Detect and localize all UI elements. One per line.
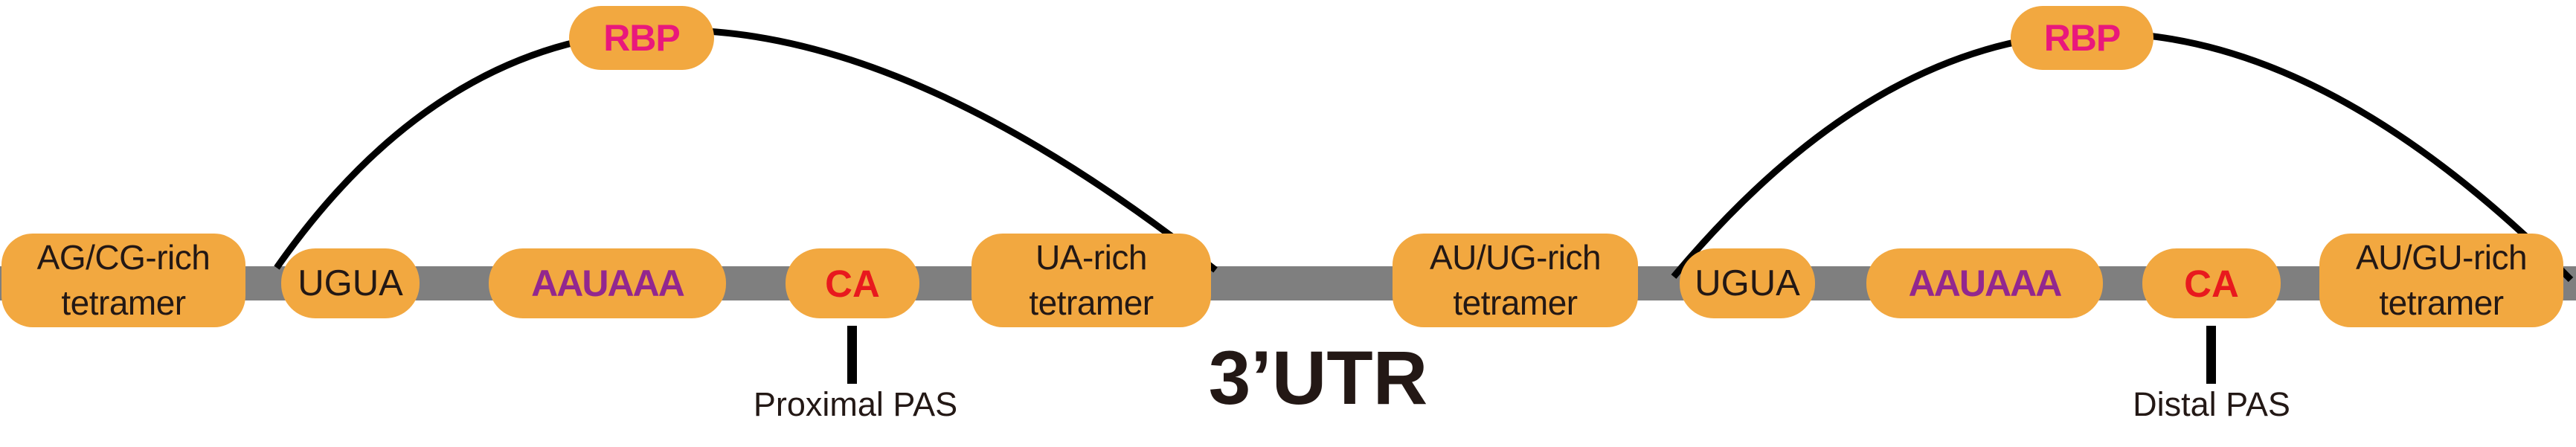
distal-pas-pointer-line — [2206, 326, 2216, 384]
element-ca-distal: CA — [2142, 248, 2281, 318]
element-aauaaa-proximal: AAUAAA — [489, 248, 726, 318]
element-ca-proximal: CA — [786, 248, 919, 318]
element-ugua-proximal: UGUA — [281, 248, 420, 318]
element-label: AU/GU-rich — [2355, 238, 2528, 277]
proximal-pas-label: Proximal PAS — [753, 385, 958, 423]
element-label: AU/UG-rich — [1429, 238, 1602, 277]
rbp-bubble-proximal: RBP — [569, 6, 714, 70]
element-label: tetramer — [1029, 283, 1154, 322]
diagram-title: 3’UTR — [1208, 335, 1428, 420]
element-label: UGUA — [298, 263, 403, 303]
element-au-ug-rich-tetramer: AU/UG-rich tetramer — [1393, 234, 1638, 327]
element-ua-rich-tetramer: UA-rich tetramer — [971, 234, 1211, 327]
element-label: tetramer — [61, 283, 186, 322]
element-label: UA-rich — [1035, 238, 1147, 277]
element-label: UGUA — [1695, 263, 1800, 303]
element-label: CA — [825, 262, 880, 305]
element-label: tetramer — [2379, 283, 2504, 322]
element-label: AAUAAA — [1908, 263, 2063, 304]
rbp-bubble-distal: RBP — [2011, 6, 2153, 70]
element-label: AAUAAA — [531, 263, 685, 304]
element-au-gu-rich-tetramer: AU/GU-rich tetramer — [2319, 234, 2563, 327]
element-ag-cg-rich-tetramer: AG/CG-rich tetramer — [1, 234, 245, 327]
element-ugua-distal: UGUA — [1680, 248, 1815, 318]
element-label: CA — [2184, 262, 2239, 305]
distal-pas-label: Distal PAS — [2133, 385, 2290, 423]
element-label: tetramer — [1453, 283, 1578, 322]
element-label: AG/CG-rich — [36, 238, 211, 277]
rbp-label: RBP — [603, 17, 681, 59]
element-aauaaa-distal: AAUAAA — [1866, 248, 2103, 318]
rbp-label: RBP — [2043, 17, 2121, 59]
proximal-pas-pointer-line — [847, 326, 857, 384]
